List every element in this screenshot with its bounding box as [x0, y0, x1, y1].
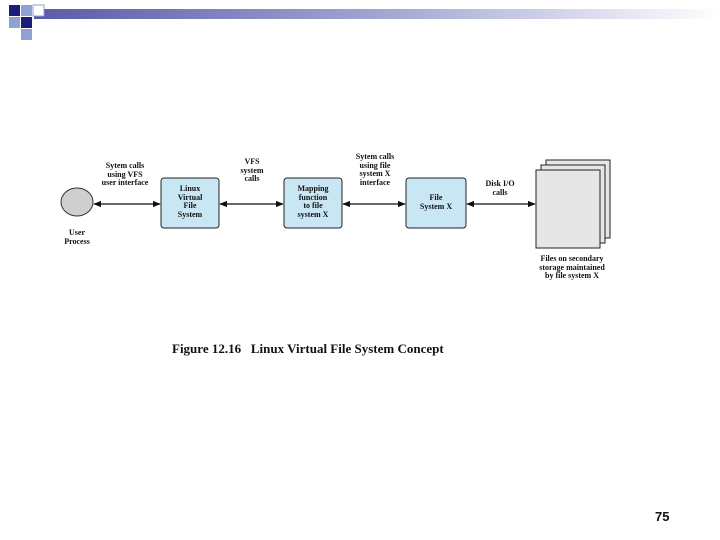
mapping-function-node [283, 177, 343, 229]
edge-label-disk-io: Disk I/O calls [485, 179, 515, 197]
header-square [32, 4, 45, 17]
edge-label-fsx-interface: Sytem calls using file system X interfac… [355, 152, 395, 187]
files-storage-label: Files on secondary storage maintained by… [539, 254, 605, 280]
header-square [9, 17, 20, 28]
linux-vfs-node [160, 177, 220, 229]
figure-caption: Figure 12.16 Linux Virtual File System C… [172, 341, 444, 356]
user-process-node [60, 187, 94, 217]
user-process-label: User Process [64, 228, 90, 246]
edge-label-vfs-user-interface: Sytem calls using VFS user interface [101, 161, 149, 187]
header-gradient-bar [34, 9, 720, 19]
header-square [21, 17, 32, 28]
file-system-x-node [405, 177, 467, 229]
file-system-x-label: File System X [419, 193, 453, 211]
page-number: 75 [655, 509, 670, 524]
linux-vfs-label: Linux Virtual File System [177, 184, 203, 219]
edge-label-vfs-system-calls: VFS system calls [240, 157, 264, 183]
header-decoration [9, 4, 720, 40]
file-page [535, 169, 601, 249]
mapping-function-label: Mapping function to file system X [297, 184, 329, 219]
header-square [21, 29, 32, 40]
header-square [21, 5, 32, 16]
header-square [9, 5, 20, 16]
